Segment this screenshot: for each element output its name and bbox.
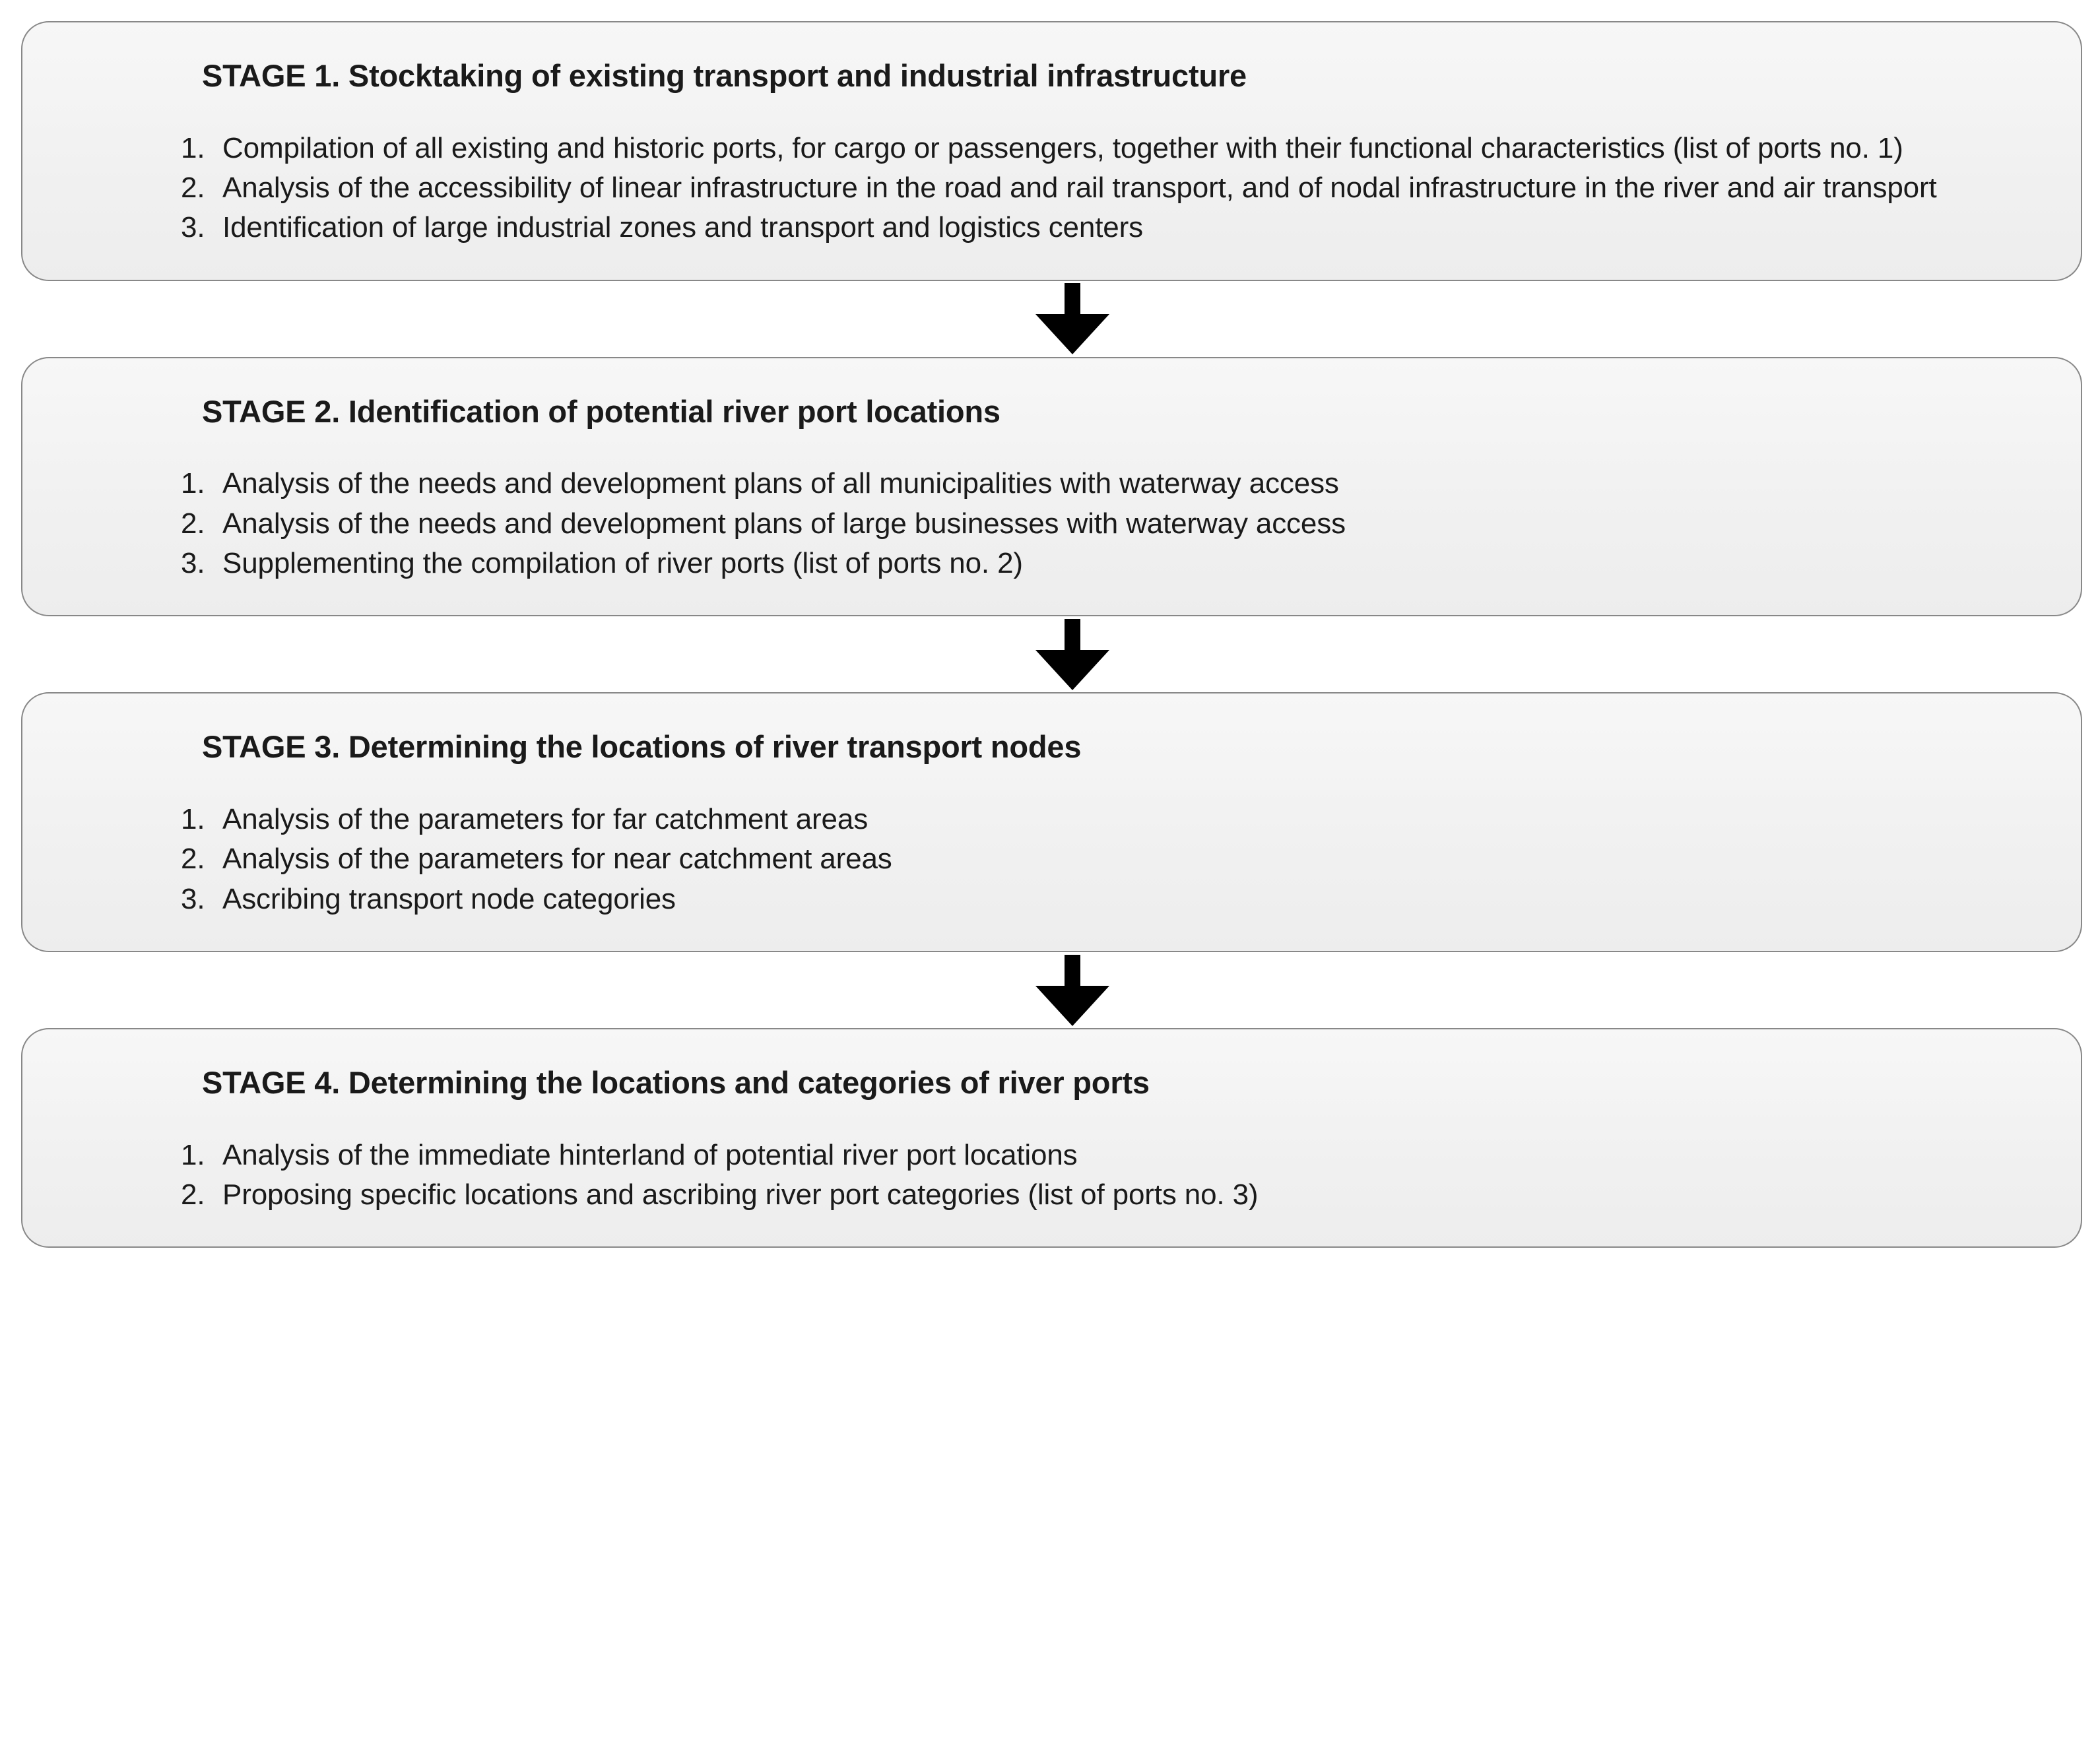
stage-2-title: STAGE 2. Identification of potential riv…	[202, 393, 1001, 429]
list-item-text: Analysis of the needs and development pl…	[222, 507, 1346, 540]
stage-4-list: 1. Analysis of the immediate hinterland …	[181, 1137, 2035, 1214]
list-item-text: Analysis of the parameters for near catc…	[222, 843, 892, 876]
list-item: 3. Identification of large industrial zo…	[181, 209, 2035, 246]
connector-1-to-2	[21, 281, 2082, 357]
stage-2-list: 1. Analysis of the needs and development…	[181, 465, 2035, 582]
list-item-text: Analysis of the parameters for far catch…	[222, 803, 869, 836]
stage-box-4: STAGE 4. Determining the locations and c…	[21, 1028, 2082, 1248]
list-item-text: Analysis of the accessibility of linear …	[222, 172, 1937, 205]
list-marker: 1.	[181, 803, 205, 836]
list-item: 1. Analysis of the immediate hinterland …	[181, 1137, 2035, 1174]
list-item-text: Proposing specific locations and ascribi…	[222, 1178, 1259, 1211]
list-marker: 1.	[181, 1138, 205, 1171]
list-item-text: Analysis of the needs and development pl…	[222, 467, 1339, 500]
list-marker: 1.	[181, 131, 205, 164]
list-item: 3. Supplementing the compilation of rive…	[181, 545, 2035, 582]
list-marker: 2.	[181, 1178, 205, 1211]
list-marker: 1.	[181, 467, 205, 500]
stage-1-title: STAGE 1. Stocktaking of existing transpo…	[202, 58, 1247, 93]
stage-3-title: STAGE 3. Determining the locations of ri…	[202, 729, 1082, 765]
list-marker: 3.	[181, 547, 205, 580]
list-item: 2. Analysis of the accessibility of line…	[181, 170, 2035, 207]
list-marker: 3.	[181, 211, 205, 244]
list-item-text: Supplementing the compilation of river p…	[222, 547, 1023, 580]
stage-4-title: STAGE 4. Determining the locations and c…	[202, 1065, 1150, 1101]
list-item-text: Analysis of the immediate hinterland of …	[222, 1138, 1078, 1171]
list-item: 2. Proposing specific locations and ascr…	[181, 1176, 2035, 1213]
list-item: 1. Analysis of the parameters for far ca…	[181, 801, 2035, 838]
list-marker: 2.	[181, 507, 205, 540]
stage-box-3: STAGE 3. Determining the locations of ri…	[21, 692, 2082, 953]
list-marker: 2.	[181, 172, 205, 205]
stage-3-list: 1. Analysis of the parameters for far ca…	[181, 801, 2035, 918]
down-arrow-icon	[1035, 618, 1109, 690]
list-marker: 2.	[181, 843, 205, 876]
stage-box-2: STAGE 2. Identification of potential riv…	[21, 356, 2082, 617]
stage-box-1: STAGE 1. Stocktaking of existing transpo…	[21, 21, 2082, 281]
list-marker: 3.	[181, 882, 205, 915]
down-arrow-icon	[1035, 954, 1109, 1026]
connector-3-to-4	[21, 952, 2082, 1028]
stage-1-list: 1. Compilation of all existing and histo…	[181, 130, 2035, 247]
list-item-text: Identification of large industrial zones…	[222, 211, 1143, 244]
list-item: 1. Analysis of the needs and development…	[181, 465, 2035, 502]
list-item: 3. Ascribing transport node categories	[181, 881, 2035, 918]
down-arrow-icon	[1035, 283, 1109, 355]
connector-2-to-3	[21, 616, 2082, 692]
list-item-text: Ascribing transport node categories	[222, 882, 676, 915]
list-item-text: Compilation of all existing and historic…	[222, 131, 1903, 164]
list-item: 2. Analysis of the parameters for near c…	[181, 841, 2035, 878]
list-item: 2. Analysis of the needs and development…	[181, 505, 2035, 542]
list-item: 1. Compilation of all existing and histo…	[181, 130, 2035, 167]
